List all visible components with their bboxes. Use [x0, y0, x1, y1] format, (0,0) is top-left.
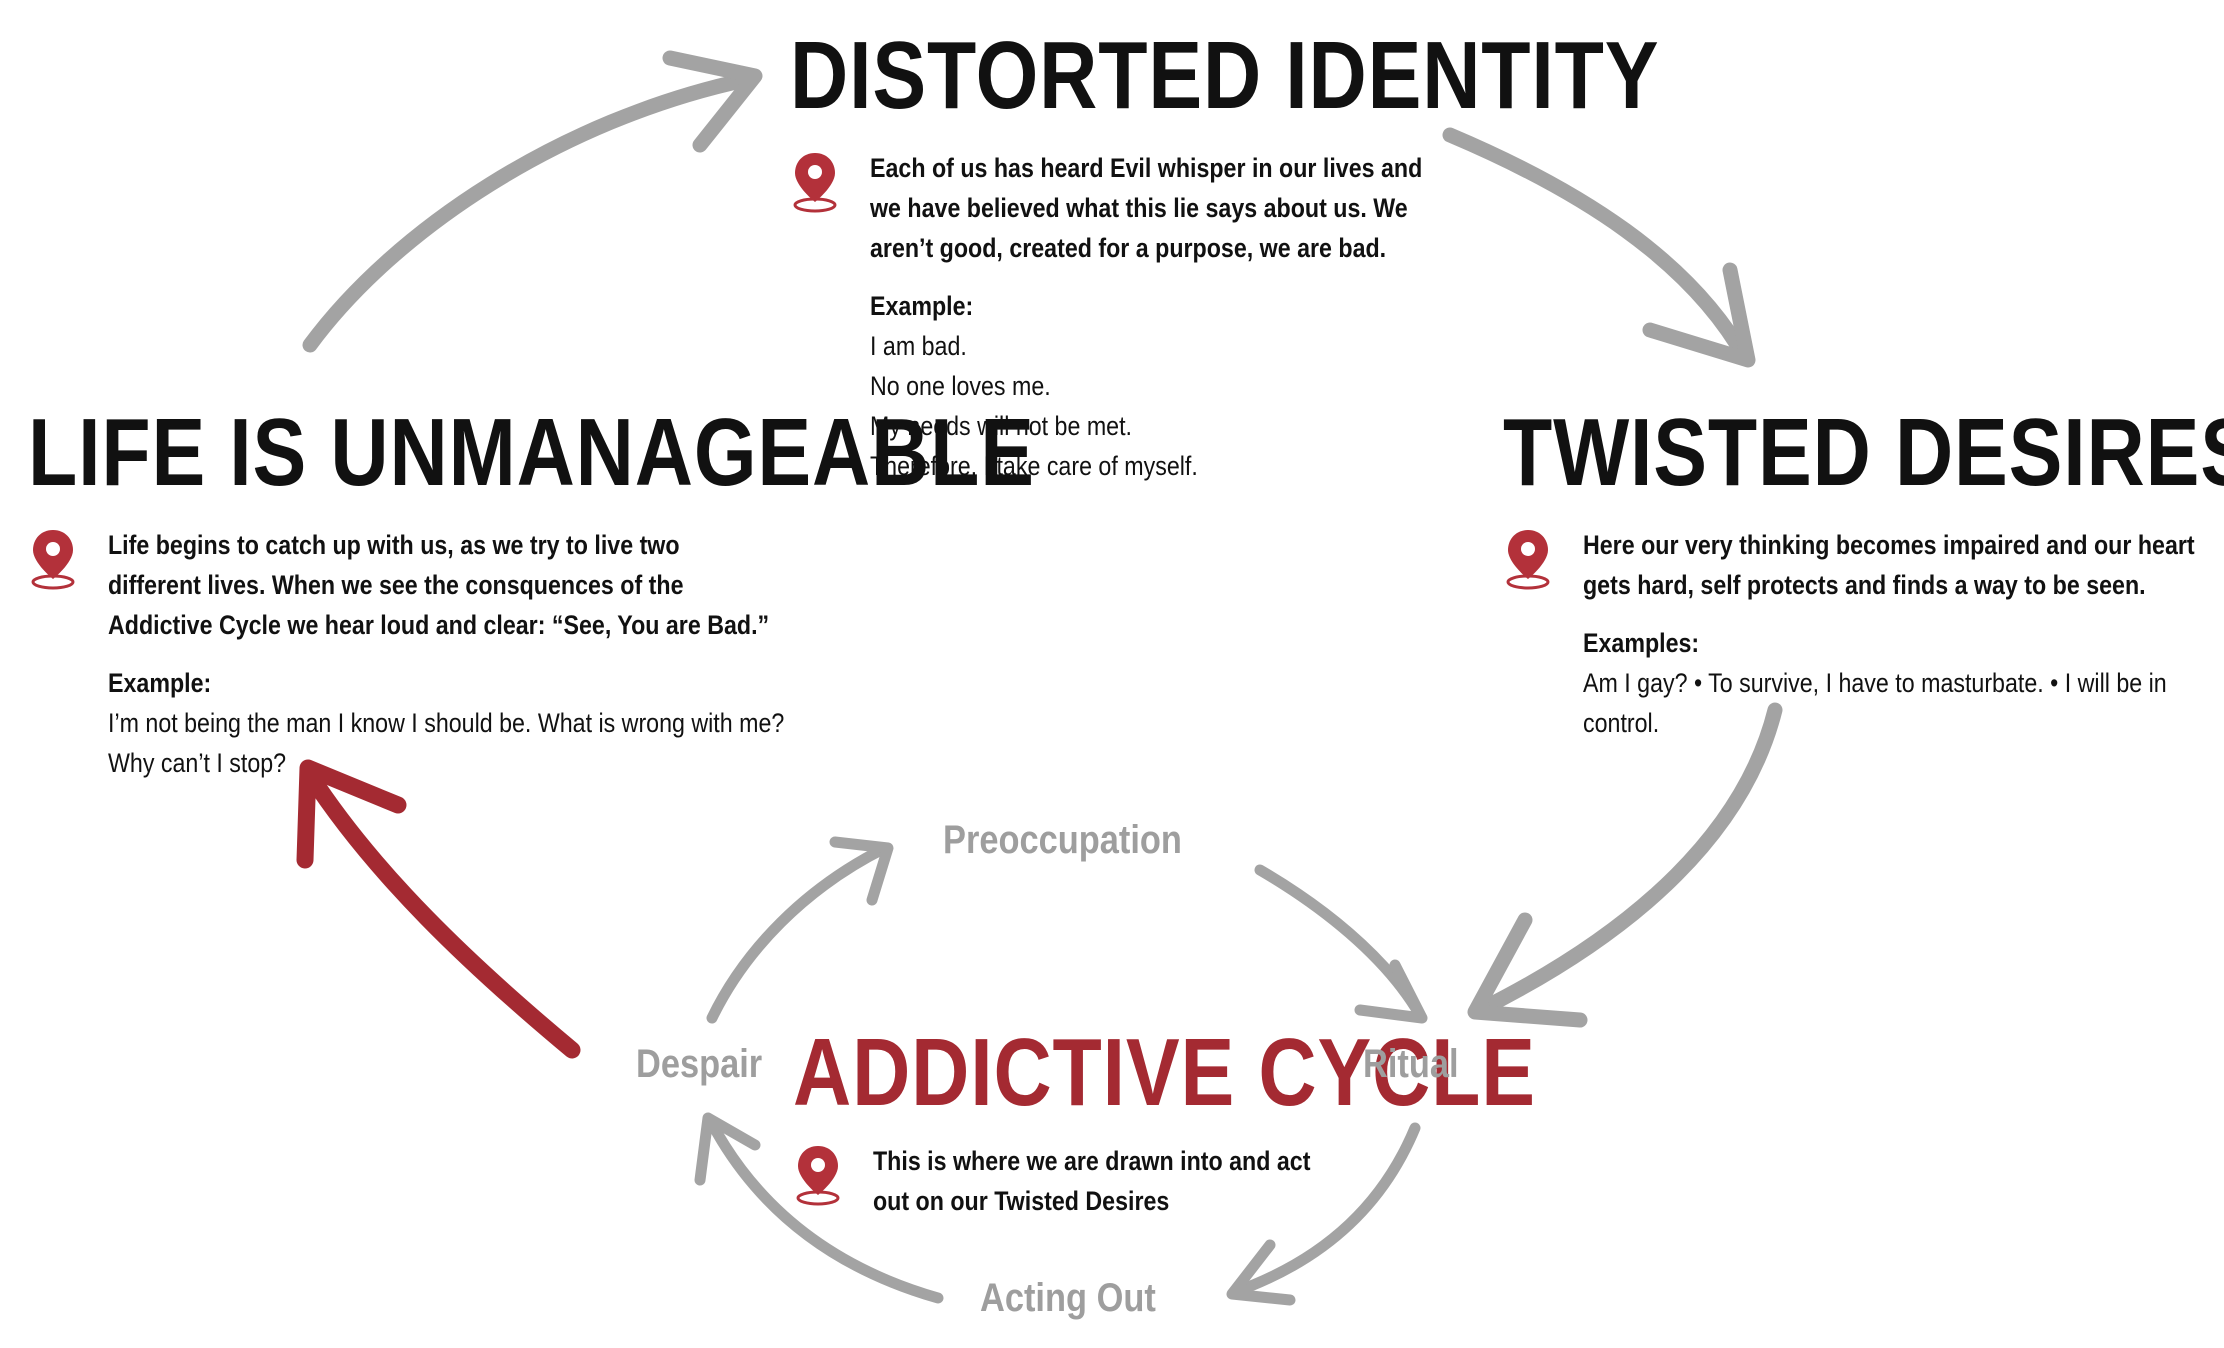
stage-title-twisted-desires: Twisted Desires [1503, 399, 2224, 506]
example-label: Example: [870, 291, 974, 321]
description-line: gets hard, self protects and finds a way… [1583, 570, 2146, 600]
arrow-identity-to-desires [1442, 127, 1756, 368]
description-line: Life begins to catch up with us, as we t… [108, 530, 680, 560]
stage-distorted-identity: Distorted Identity Each of us has heard … [790, 28, 1825, 486]
stage-twisted-desires: Twisted Desires Here our very thinking b… [1503, 405, 2224, 743]
cycle-step-ritual: Ritual [1363, 1042, 1459, 1086]
description-line: different lives. When we see the consque… [108, 570, 684, 600]
example-line: control. [1583, 708, 1660, 738]
arrow-cycle-to-life-red [296, 759, 581, 1059]
stage-body-distorted-identity: Each of us has heard Evil whisper in our… [790, 148, 1825, 486]
description-line: Addictive Cycle we hear loud and clear: … [108, 610, 770, 640]
example-line: Therefore, I take care of myself. [870, 451, 1198, 481]
description-line: aren’t good, created for a purpose, we a… [870, 233, 1387, 263]
example-line: My needs will not be met. [870, 411, 1132, 441]
stage-body-life-unmanageable: Life begins to catch up with us, as we t… [28, 525, 1227, 783]
example-line: No one loves me. [870, 371, 1051, 401]
example-line: Am I gay? • To survive, I have to mastur… [1583, 668, 2167, 698]
description-line: This is where we are drawn into and act [873, 1146, 1311, 1176]
stage-life-unmanageable: Life Is Unmanageable Life begins to catc… [28, 405, 1227, 783]
arrow-actingout-to-despair [694, 1112, 944, 1304]
example-line: I am bad. [870, 331, 967, 361]
stage-title-addictive-cycle: Addictive Cycle [793, 1019, 1536, 1126]
stage-title-distorted-identity: Distorted Identity [790, 22, 1660, 129]
example-label: Example: [108, 668, 212, 698]
description-line: Here our very thinking becomes impaired … [1583, 530, 2195, 560]
location-pin-icon [793, 153, 837, 213]
stage-body-addictive-cycle: This is where we are drawn into and act … [793, 1141, 1677, 1221]
stage-title-life-unmanageable: Life Is Unmanageable [28, 399, 1035, 506]
cycle-step-preoccupation: Preoccupation [943, 818, 1182, 862]
arrow-despair-to-preoccupation [706, 836, 894, 1024]
arrow-life-to-identity [302, 50, 763, 353]
description-line: out on our Twisted Desires [873, 1186, 1170, 1216]
stage-body-twisted-desires: Here our very thinking becomes impaired … [1503, 525, 2224, 743]
location-pin-icon [796, 1146, 840, 1206]
description-line: Each of us has heard Evil whisper in our… [870, 153, 1423, 183]
description-line: we have believed what this lie says abou… [870, 193, 1408, 223]
location-pin-icon [1506, 530, 1550, 590]
arrow-ritual-to-actingout [1226, 1122, 1421, 1306]
arrow-desires-to-ritual [1467, 702, 1783, 1028]
example-label: Examples: [1583, 628, 1700, 658]
example-line: Why can’t I stop? [108, 748, 287, 778]
arrow-preoccupation-to-ritual [1254, 864, 1428, 1024]
example-line: I’m not being the man I know I should be… [108, 708, 785, 738]
location-pin-icon [31, 530, 75, 590]
stage-addictive-cycle: Addictive Cycle This is where we are dra… [793, 1025, 1677, 1221]
cycle-step-acting-out: Acting Out [980, 1276, 1156, 1320]
cycle-step-despair: Despair [636, 1042, 763, 1086]
